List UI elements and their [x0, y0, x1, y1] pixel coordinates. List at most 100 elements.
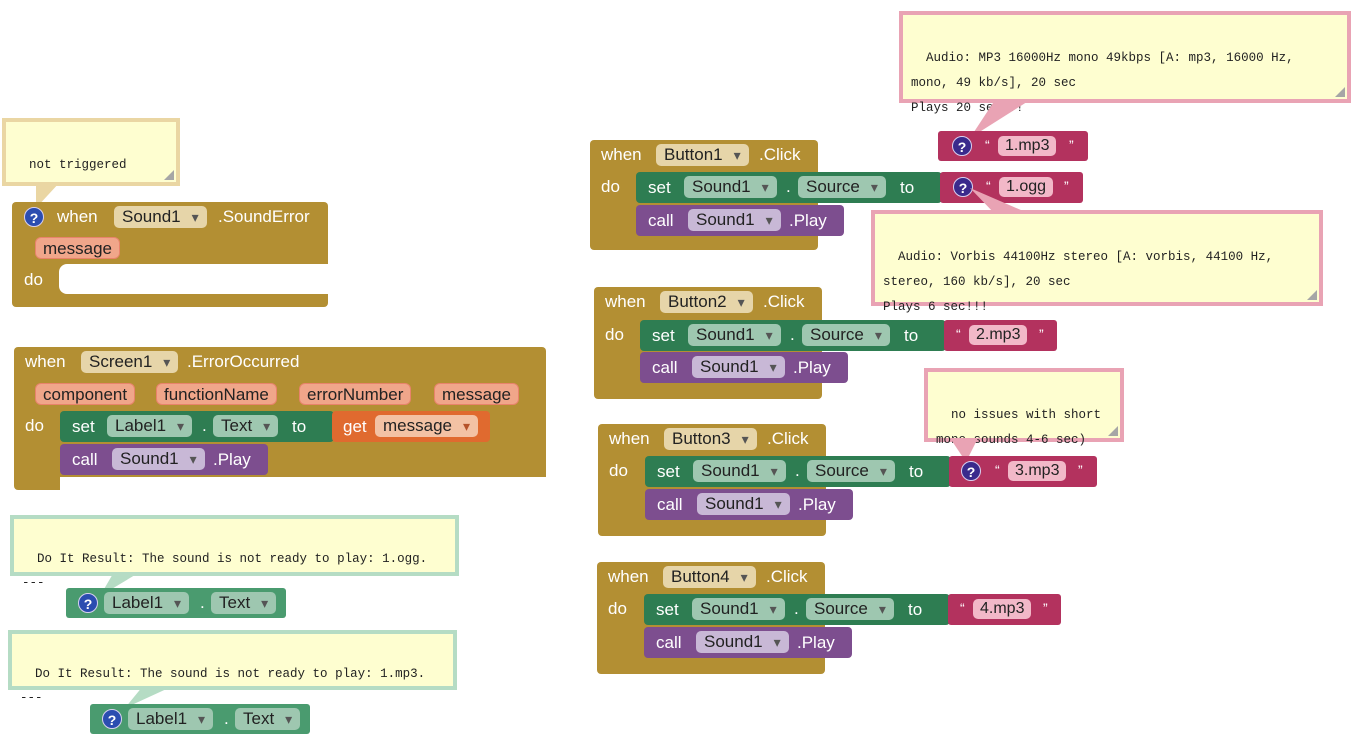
- set-property-dropdown[interactable]: Source: [798, 176, 886, 198]
- set-keyword: set: [657, 462, 680, 481]
- get-variable-dropdown[interactable]: message: [375, 415, 478, 437]
- set-component-dropdown[interactable]: Label1: [107, 415, 193, 437]
- set-component-dropdown[interactable]: Sound1: [693, 460, 786, 482]
- call-block[interactable]: call Sound1 .Play: [640, 352, 848, 383]
- set-keyword: set: [72, 417, 95, 436]
- method-name: .Play: [789, 211, 827, 230]
- set-block[interactable]: set Sound1 . Source to: [645, 456, 951, 487]
- param-component[interactable]: component: [35, 383, 136, 405]
- get-block[interactable]: get message: [332, 411, 490, 442]
- call-keyword: call: [648, 211, 674, 230]
- comment-text: not triggered: [29, 158, 127, 172]
- set-property-dropdown[interactable]: Source: [806, 598, 894, 620]
- call-block[interactable]: call Sound1 .Play: [636, 205, 844, 236]
- quote-open: “: [986, 178, 991, 194]
- set-property-dropdown[interactable]: Source: [807, 460, 895, 482]
- call-component-dropdown[interactable]: Sound1: [112, 448, 205, 470]
- event-block-error-occurred[interactable]: when Screen1 .ErrorOccurred component fu…: [14, 347, 546, 490]
- to-keyword: to: [900, 178, 915, 197]
- text-block-4mp3[interactable]: “ 4.mp3 ”: [948, 594, 1061, 625]
- comment-pointer: [125, 686, 173, 708]
- event-name: .Click: [763, 292, 805, 311]
- comment-bubble-sound-error[interactable]: not triggered: [2, 118, 180, 186]
- call-block[interactable]: call Sound1 .Play: [645, 489, 853, 520]
- resize-grip[interactable]: [1335, 87, 1345, 97]
- text-block-1ogg[interactable]: ? “ 1.ogg ”: [940, 172, 1083, 203]
- comment-bubble-do-it-2[interactable]: Do It Result: The sound is not ready to …: [8, 630, 457, 705]
- get-keyword: get: [343, 417, 367, 436]
- text-block-2mp3[interactable]: “ 2.mp3 ”: [944, 320, 1057, 351]
- quote-close: ”: [1039, 326, 1044, 342]
- component-dropdown[interactable]: Screen1: [81, 351, 179, 373]
- do-keyword: do: [24, 270, 43, 289]
- event-block-sound-error[interactable]: ? when Sound1 .SoundError message do: [12, 202, 328, 307]
- call-keyword: call: [656, 633, 682, 652]
- text-block-1mp3[interactable]: ? “ 1.mp3 ”: [938, 131, 1088, 161]
- set-component-dropdown[interactable]: Sound1: [692, 598, 785, 620]
- param-errorNumber[interactable]: errorNumber: [299, 383, 412, 405]
- set-property-dropdown[interactable]: Source: [802, 324, 890, 346]
- dot-separator: .: [794, 599, 799, 618]
- component-dropdown[interactable]: Label1: [104, 592, 190, 614]
- text-block-3mp3[interactable]: ? “ 3.mp3 ”: [949, 456, 1097, 487]
- call-component-dropdown[interactable]: Sound1: [692, 356, 785, 378]
- do-keyword: do: [609, 461, 628, 480]
- event-name: .Click: [766, 567, 808, 586]
- param-message[interactable]: message: [434, 383, 519, 405]
- help-icon[interactable]: ?: [24, 207, 44, 227]
- label-text-getter-1[interactable]: ? Label1 . Text: [66, 588, 286, 618]
- dot-separator: .: [790, 325, 795, 344]
- component-dropdown[interactable]: Label1: [128, 708, 214, 730]
- component-dropdown[interactable]: Button4: [663, 566, 756, 588]
- call-block[interactable]: call Sound1 .Play: [644, 627, 852, 658]
- set-property-dropdown[interactable]: Text: [213, 415, 279, 437]
- set-component-dropdown[interactable]: Sound1: [688, 324, 781, 346]
- property-dropdown[interactable]: Text: [211, 592, 277, 614]
- property-dropdown[interactable]: Text: [235, 708, 301, 730]
- to-keyword: to: [904, 326, 919, 345]
- help-icon[interactable]: ?: [953, 177, 973, 197]
- component-dropdown[interactable]: Button3: [664, 428, 757, 450]
- component-dropdown[interactable]: Button2: [660, 291, 753, 313]
- text-value[interactable]: 2.mp3: [969, 325, 1028, 345]
- quote-open: “: [995, 462, 1000, 478]
- help-icon[interactable]: ?: [102, 709, 122, 729]
- text-value[interactable]: 4.mp3: [973, 599, 1032, 619]
- comment-text: Do It Result: The sound is not ready to …: [22, 552, 428, 590]
- quote-close: ”: [1064, 178, 1069, 194]
- component-dropdown[interactable]: Sound1: [114, 206, 207, 228]
- resize-grip[interactable]: [1108, 426, 1118, 436]
- comment-bubble-short-sounds[interactable]: no issues with short mono sounds 4-6 sec…: [924, 368, 1124, 447]
- help-icon[interactable]: ?: [78, 593, 98, 613]
- comment-bubble-ogg-info[interactable]: Audio: Vorbis 44100Hz stereo [A: vorbis,…: [871, 210, 1323, 314]
- call-block[interactable]: call Sound1 .Play: [60, 444, 268, 475]
- comment-text: Audio: MP3 16000Hz mono 49kbps [A: mp3, …: [911, 51, 1294, 115]
- call-component-dropdown[interactable]: Sound1: [696, 631, 789, 653]
- method-name: .Play: [213, 450, 251, 469]
- resize-grip[interactable]: [164, 170, 174, 180]
- label-text-getter-2[interactable]: ? Label1 . Text: [90, 704, 310, 734]
- call-component-dropdown[interactable]: Sound1: [697, 493, 790, 515]
- quote-open: “: [956, 326, 961, 342]
- param-message[interactable]: message: [35, 237, 120, 259]
- quote-close: ”: [1043, 600, 1048, 616]
- component-dropdown[interactable]: Button1: [656, 144, 749, 166]
- comment-bubble-do-it-1[interactable]: Do It Result: The sound is not ready to …: [10, 515, 459, 590]
- text-value[interactable]: 1.mp3: [998, 136, 1057, 156]
- comment-bubble-mp3-info[interactable]: Audio: MP3 16000Hz mono 49kbps [A: mp3, …: [899, 11, 1351, 115]
- text-value[interactable]: 3.mp3: [1008, 461, 1067, 481]
- quote-open: “: [985, 137, 990, 153]
- param-functionName[interactable]: functionName: [156, 383, 277, 405]
- set-block[interactable]: set Sound1 . Source to: [640, 320, 946, 351]
- help-icon[interactable]: ?: [961, 461, 981, 481]
- call-component-dropdown[interactable]: Sound1: [688, 209, 781, 231]
- set-block[interactable]: set Sound1 . Source to: [644, 594, 950, 625]
- set-component-dropdown[interactable]: Sound1: [684, 176, 777, 198]
- text-value[interactable]: 1.ogg: [999, 177, 1054, 197]
- set-block[interactable]: set Sound1 . Source to: [636, 172, 942, 203]
- help-icon[interactable]: ?: [952, 136, 972, 156]
- resize-grip[interactable]: [1307, 290, 1317, 300]
- set-block[interactable]: set Label1 . Text to: [60, 411, 334, 442]
- event-name: .Click: [767, 429, 809, 448]
- when-keyword: when: [608, 567, 649, 586]
